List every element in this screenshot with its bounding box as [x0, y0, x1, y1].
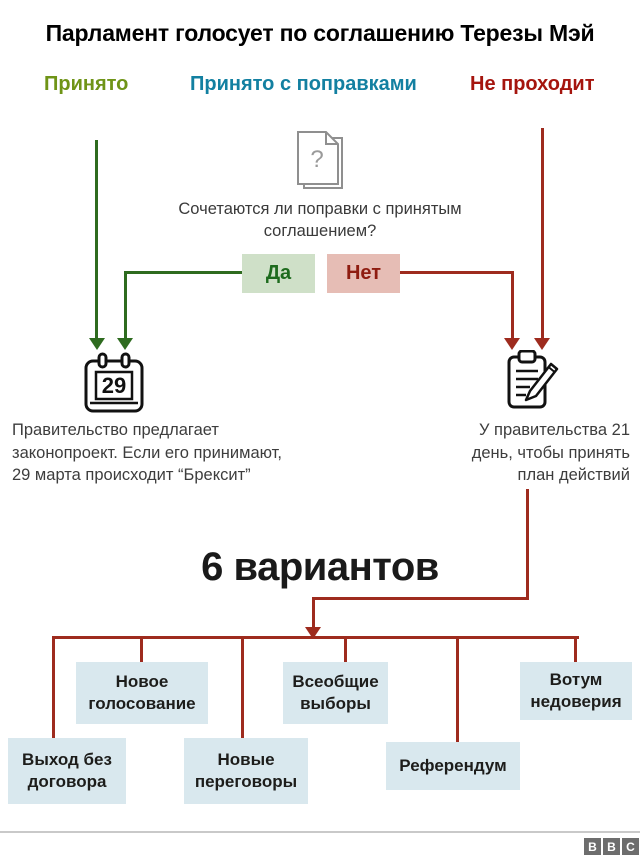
no-branch-line-horizontal [400, 271, 514, 274]
options-connector-horizontal [313, 597, 529, 600]
accepted-flow-arrowhead [89, 338, 105, 350]
page-title: Парламент голосует по соглашению Терезы … [45, 20, 595, 46]
option-box-no-deal-exit: Выход без договора [8, 738, 126, 804]
accepted-flow-line [95, 140, 98, 338]
rejected-note-line3: план действий [517, 466, 630, 484]
options-tree-crossbar [52, 636, 579, 639]
calendar-day: 29 [102, 373, 126, 398]
accepted-note-line1: Правительство предлагает [12, 421, 219, 439]
legend-accepted: Принято [44, 73, 129, 95]
question-mark-glyph: ? [310, 146, 323, 173]
accepted-note-line2: законопроект. Если его принимают, [12, 443, 282, 462]
yes-chip: Да [242, 254, 315, 293]
options-tree-drop-2 [140, 636, 143, 664]
options-tree-drop-6 [574, 636, 577, 664]
no-chip: Нет [327, 254, 400, 293]
no-branch-arrowhead [504, 338, 520, 350]
rejected-flow-line [541, 128, 544, 338]
clipboard-pencil-icon [500, 349, 562, 419]
options-tree-drop-1 [52, 636, 55, 740]
decision-question: Сочетаются ли поправки с принятым соглаш… [0, 198, 640, 242]
options-tree-drop-4 [344, 636, 347, 664]
option-box-general-elections: Всеобщие выборы [283, 662, 388, 724]
rejected-note-line1: У правительства 21 [478, 421, 630, 439]
bbc-logo-block-3: C [622, 838, 639, 855]
options-tree-drop-3 [241, 636, 244, 740]
options-tree-drop-5 [456, 636, 459, 744]
legend-rejected: Не проходит [470, 73, 595, 95]
options-heading: 6 вариантов [201, 545, 439, 589]
option-box-new-negotiations: Новые переговоры [184, 738, 308, 804]
accepted-branch-note: Правительство предлагает законопроект. Е… [12, 419, 342, 487]
calendar-icon: 29 [83, 352, 145, 421]
footer-divider [0, 831, 640, 833]
accepted-note-line3: 29 марта происходит “Брексит” [12, 466, 251, 484]
options-connector-vertical-right [526, 489, 529, 599]
decision-question-line1: Сочетаются ли поправки с принятым [178, 200, 462, 218]
options-connector-vertical-center [312, 597, 315, 628]
decision-question-line2: соглашением? [263, 222, 377, 240]
option-box-new-vote: Новое голосование [76, 662, 208, 724]
yes-branch-line-horizontal [125, 271, 242, 274]
bbc-logo-block-1: B [584, 838, 601, 855]
legend-amended: Принято с поправками [190, 73, 417, 95]
document-question-icon: ? [292, 130, 348, 197]
bbc-logo-block-2: B [603, 838, 620, 855]
yes-branch-line-vertical [124, 271, 127, 338]
option-box-referendum: Референдум [386, 742, 520, 790]
rejected-flow-arrowhead [534, 338, 550, 350]
option-box-no-confidence-vote: Вотум недоверия [520, 662, 632, 720]
rejected-note-line2: день, чтобы принять [471, 443, 630, 462]
no-branch-line-vertical [511, 271, 514, 338]
yes-branch-arrowhead [117, 338, 133, 350]
rejected-branch-note: У правительства 21 день, чтобы принять п… [320, 419, 630, 487]
